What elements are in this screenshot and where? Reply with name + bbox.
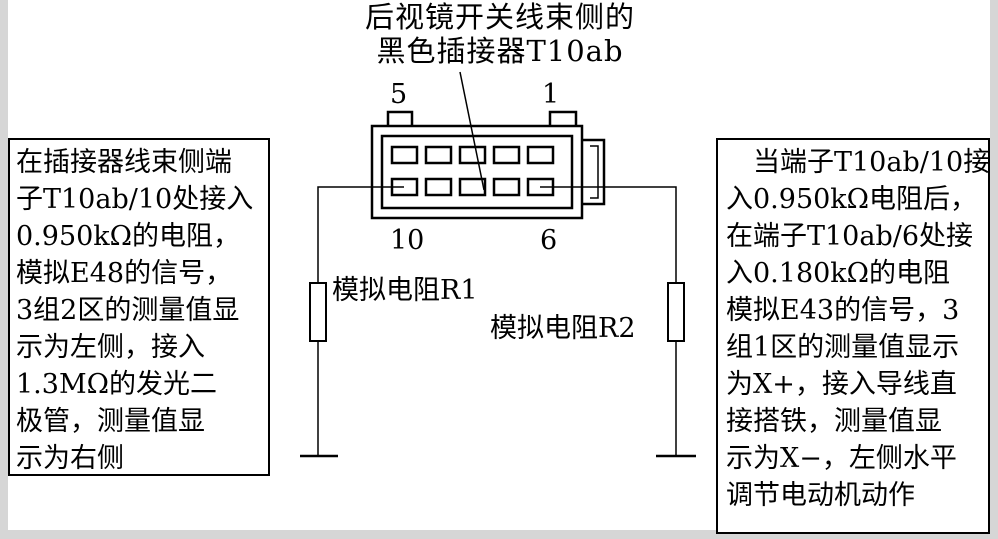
title-line-2: 黑色插接器T10ab	[376, 34, 624, 68]
resistor-r1-label: 模拟电阻R1	[332, 275, 478, 306]
pin-label-6: 6	[540, 225, 558, 256]
left-note-line: 模拟E48的信号，	[16, 258, 233, 289]
right-note-line: 模拟E43的信号，3	[726, 295, 960, 326]
right-note-line: 为X+，接入导线直	[726, 369, 957, 400]
left-note-line: 示为右侧	[16, 443, 124, 474]
right-note-box: 当端子T10ab/10接 入0.950kΩ电阻后， 在端子T10ab/6处接 入…	[716, 138, 990, 534]
connector-t10ab	[370, 110, 606, 220]
right-note-line: 接搭铁，测量值显	[726, 406, 942, 437]
left-note-box: 在插接器线束侧端 子T10ab/10处接入 0.950kΩ的电阻， 模拟E48的…	[8, 138, 270, 476]
pin-label-1: 1	[542, 79, 560, 110]
right-note-line: 组1区的测量值显示	[726, 332, 960, 363]
title-pointer-line	[459, 71, 485, 191]
right-note-line: 示为X−，左侧水平	[726, 443, 957, 474]
right-note-line: 入0.180kΩ的电阻	[726, 258, 951, 289]
left-note-line: 极管，测量值显	[16, 406, 205, 437]
title-line-1: 后视镜开关线束侧的	[364, 0, 635, 34]
left-note-line: 3组2区的测量值显	[16, 295, 240, 326]
left-note-line: 1.3MΩ的发光二	[16, 369, 217, 400]
wire-r2	[540, 186, 696, 458]
pin-label-5: 5	[390, 79, 408, 110]
right-note-line: 在端子T10ab/6处接	[726, 221, 974, 252]
wire-r1	[300, 186, 404, 458]
left-note-line: 0.950kΩ的电阻，	[16, 221, 241, 252]
right-border-strip	[990, 0, 998, 539]
left-border-strip	[0, 0, 8, 539]
pin-label-10: 10	[390, 225, 425, 256]
left-note-line: 示为左侧，接入	[16, 332, 205, 363]
right-note-line: 当端子T10ab/10接	[753, 147, 991, 178]
right-note-line: 调节电动机动作	[726, 480, 915, 511]
connector-title: 后视镜开关线束侧的 黑色插接器T10ab	[300, 0, 700, 68]
left-note-line: 在插接器线束侧端	[16, 147, 232, 178]
right-note-line: 入0.950kΩ电阻后，	[726, 184, 978, 215]
left-note-line: 子T10ab/10处接入	[16, 184, 254, 215]
bottom-border-strip	[0, 530, 998, 539]
resistor-r2-label: 模拟电阻R2	[490, 313, 636, 344]
